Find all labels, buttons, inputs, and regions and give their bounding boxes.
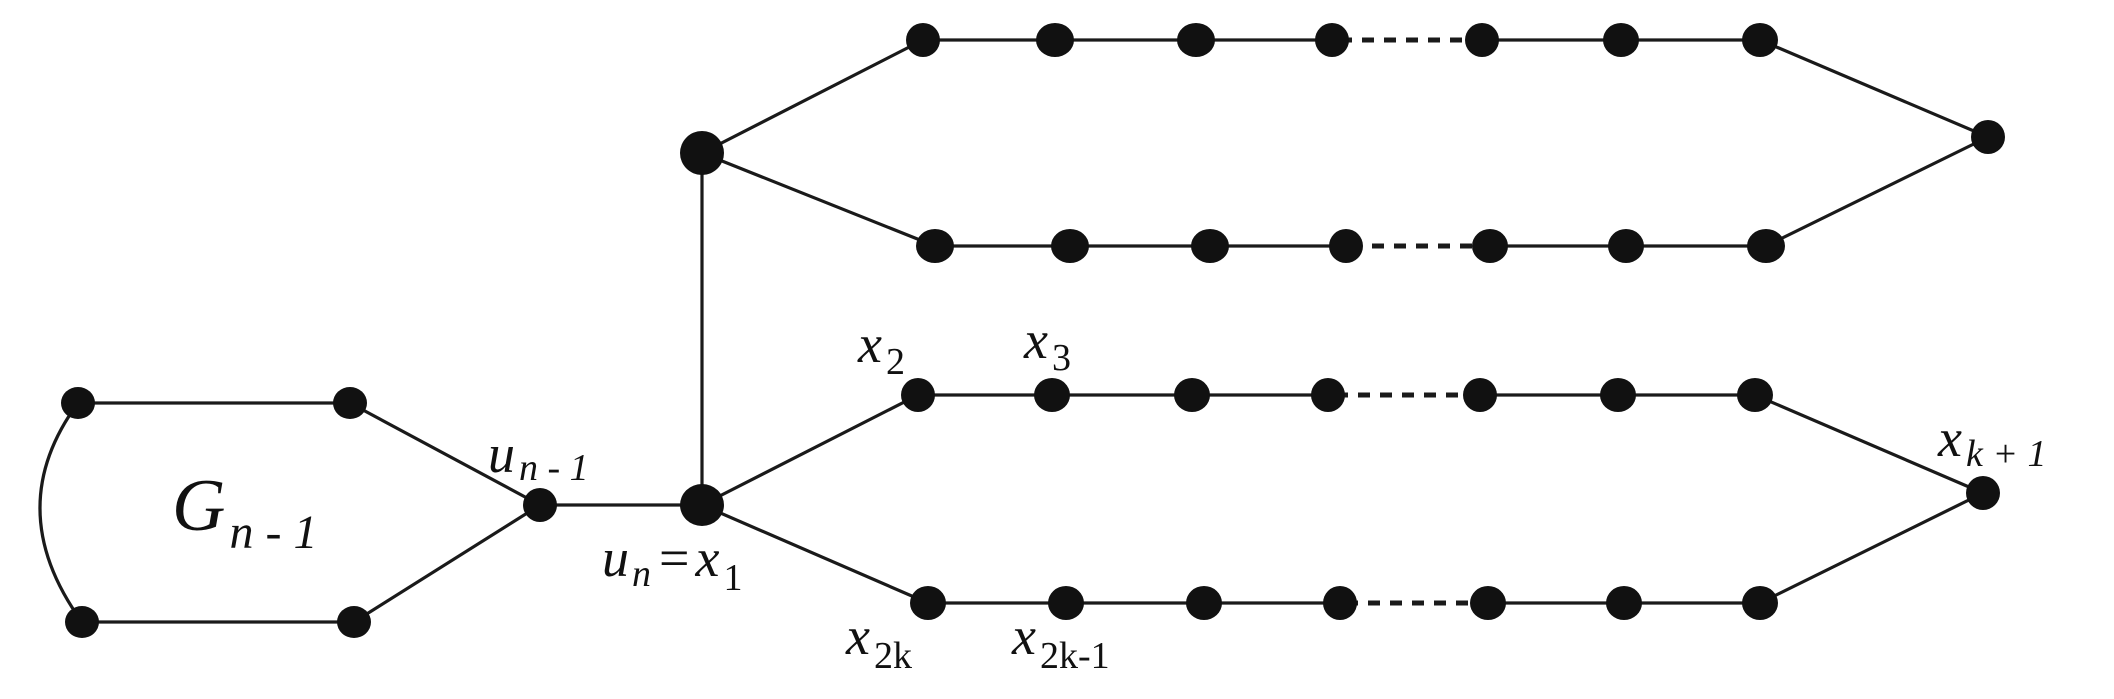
vertex-upper-bottom-7 [1747,229,1785,263]
vertex-lower-bottom-5 [1470,586,1506,620]
vertex-g-bottom-left [65,606,99,638]
vertex-upper-top-1 [906,23,940,57]
vertex-g-top-right [333,387,367,419]
vertex-upper-top-7 [1742,23,1778,57]
label-g-sub: n - 1 [229,506,317,559]
label-un-main: u [602,528,629,588]
vertex-upper-bottom-2 [1051,229,1089,263]
label-x3-sub: 3 [1052,337,1071,379]
vertex-upper-top-3 [1177,23,1215,57]
label-xk1-sub: k + 1 [1966,433,2047,475]
vertex-lower-bottom-7 [1742,586,1778,620]
label-x1-sub: 1 [723,557,742,599]
label-un1-main: u [488,424,515,484]
vertex-upper-top-4 [1315,23,1349,57]
g-arc-edge [38,402,84,623]
vertex-lower-top-5 [1463,378,1497,412]
label-x2-main: x [857,314,882,374]
edge-g-top-to-un1 [349,401,541,507]
vertex-upper-right [1971,120,2005,154]
label-g-n-minus-1: Gn - 1 [172,465,317,559]
vertex-u-n-minus-1 [523,488,557,522]
vertices [61,23,2005,638]
edge [1759,38,1989,139]
vertex-x-k-plus-1 [1966,476,2000,510]
label-x2k1-sub: 2k-1 [1040,635,1110,677]
vertex-upper-hub [680,131,724,175]
vertex-x2 [901,378,935,412]
vertex-upper-bottom-4 [1329,229,1363,263]
vertex-upper-top-6 [1603,23,1639,57]
lower-cycle [701,392,1984,606]
vertex-g-top-left [61,387,95,419]
edge [701,151,936,248]
label-g-main: G [172,465,225,547]
vertex-upper-bottom-3 [1191,229,1229,263]
edge [701,38,924,155]
vertex-lower-top-4 [1311,378,1345,412]
vertex-g-bottom-right [337,606,371,638]
label-x3-main: x [1023,310,1048,370]
g-n-minus-1-block [38,401,541,624]
edge [701,503,929,605]
label-x2k-sub: 2k [874,635,912,677]
edge [1759,491,1984,605]
vertex-u-n [680,484,724,526]
vertex-upper-top-2 [1036,23,1074,57]
label-un-sub: n [632,553,651,595]
vertex-lower-top-6 [1600,378,1636,412]
vertex-upper-bottom-1 [916,229,954,263]
label-x2k-main: x [845,606,870,666]
label-x1-main: x [694,528,719,588]
edge [1754,393,1984,495]
vertex-lower-top-3 [1174,378,1210,412]
label-x2k1-main: x [1011,606,1036,666]
vertex-x2k [910,586,946,620]
vertex-lower-bottom-6 [1606,586,1642,620]
vertex-upper-bottom-5 [1472,229,1508,263]
vertex-lower-top-7 [1737,378,1773,412]
vertex-lower-bottom-4 [1323,586,1357,620]
label-un1-sub: n - 1 [519,447,589,489]
label-x2-sub: 2 [886,341,905,383]
vertex-x2k-minus-1 [1048,586,1084,620]
vertex-upper-top-5 [1465,23,1499,57]
edge [701,393,919,507]
label-xk1-main: x [1937,408,1962,468]
vertex-upper-bottom-6 [1608,229,1644,263]
vertex-x3 [1034,378,1070,412]
upper-cycle [701,37,1989,249]
label-equals: = [659,528,689,588]
vertex-lower-bottom-3 [1186,586,1222,620]
edge [1765,135,1989,248]
edge-g-bottom-to-un1 [353,503,541,624]
